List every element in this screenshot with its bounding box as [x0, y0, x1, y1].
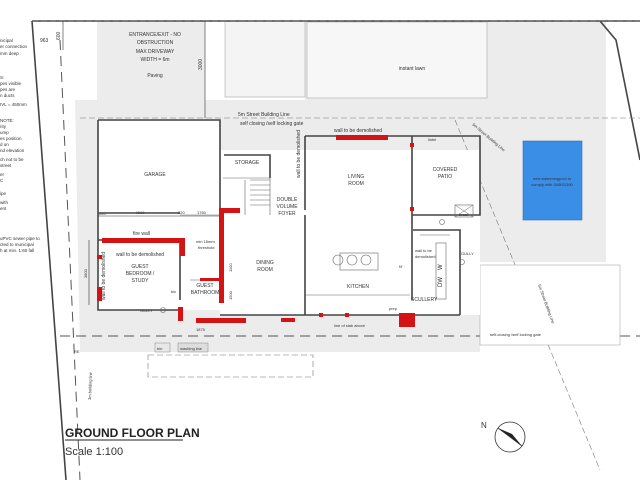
svg-text:N: N	[481, 421, 487, 430]
dim-963: 963	[40, 38, 49, 44]
bedroom-label-1: GUEST	[131, 264, 148, 270]
note-line: C	[0, 178, 4, 183]
scullery-wall-2: demolished	[415, 254, 435, 259]
threshold-2: threshold	[198, 245, 214, 250]
foyer-label-2: VOLUME	[276, 204, 298, 210]
dim-4010: 4010	[136, 210, 146, 215]
re-label: RE	[74, 349, 80, 354]
note-line: with	[0, 200, 8, 205]
note-line: pes visible	[0, 81, 22, 86]
foyer-label-3: FOYER	[278, 211, 296, 217]
dim-600: 600	[56, 31, 62, 40]
plan-scale: Scale 1:100	[65, 446, 123, 458]
instant-lawn-area	[224, 20, 488, 99]
swimming-pool	[522, 140, 583, 221]
dim-1875: 1875	[196, 327, 206, 332]
bic-label: bic	[171, 289, 176, 294]
bedroom-label-2: BEDROOM /	[126, 271, 155, 277]
pool-label-2: comply with SABS1390	[531, 182, 573, 187]
foyer-label-1: DOUBLE	[277, 197, 298, 203]
driveway-line4: WIDTH = 6m	[140, 57, 169, 63]
driveway-line2: OBSTRUCTION	[137, 40, 174, 46]
gate-label-top: self closing /self locking gate	[240, 121, 304, 127]
bedroom-label-3: STUDY	[132, 278, 150, 284]
kitchen-label: KITCHEN	[347, 284, 369, 290]
dw-label: DW	[438, 277, 444, 287]
house-walls	[97, 119, 481, 316]
garage-label: GARAGE	[144, 172, 166, 178]
lintel-label: lintel	[428, 137, 436, 142]
note-line: NOTE:	[0, 118, 14, 123]
building-line-top: 5m Street Building Line	[238, 112, 290, 118]
bathroom-label-1: GUEST	[196, 283, 213, 289]
living-label-1: LIVING	[348, 174, 365, 180]
gully-label-left: GULLY	[140, 308, 153, 313]
wall-demolished-left: wall to be demolished	[101, 252, 107, 300]
dim-3800: 3800	[83, 268, 88, 278]
note-line: cted to municipal	[0, 242, 34, 247]
note-line: rity	[0, 124, 7, 129]
patio-label-1: COVERED	[433, 167, 458, 173]
walls-to-be-demolished	[97, 135, 415, 327]
dim-1760: 1760	[197, 210, 207, 215]
note-line: S:	[0, 75, 4, 80]
note-line: nd elevation	[0, 148, 25, 153]
boundary-offset	[59, 39, 81, 480]
note-line: h at min. 1:60 fall	[0, 248, 34, 253]
wall-demolished-living: wall to be demolished	[334, 128, 382, 134]
note-line: uPVC sewer pipe to	[0, 236, 40, 241]
note-line: street	[0, 163, 12, 168]
living-label-2: ROOM	[348, 181, 364, 187]
note-line: er connection	[0, 44, 28, 49]
washing-line-label: washing line	[180, 346, 203, 351]
building-line-left: 3m building line	[87, 371, 93, 400]
note-line: d on	[0, 142, 9, 147]
dining-label-1: DINING	[256, 260, 274, 266]
threshold-1: min 15mm	[196, 239, 215, 244]
braai-label: braai	[459, 212, 468, 217]
plan-title: GROUND FLOOR PLAN	[65, 426, 200, 440]
north-arrow-icon: N	[481, 421, 526, 453]
prep-label: prep	[389, 306, 398, 311]
dim-3000: 3000	[198, 59, 204, 70]
dim-220b: 220	[178, 210, 185, 215]
wall-demolished-bedroom: wall to be demolished	[116, 252, 164, 258]
note-line: er	[0, 172, 5, 177]
dining-label-2: ROOM	[257, 267, 273, 273]
bathroom-label-2: BATHROOM	[191, 290, 220, 296]
note-line: nicipal	[0, 38, 13, 43]
driveway-line3: MAX DRIVEWAY	[136, 49, 175, 55]
driveway-line1: ENTRANCE/EXIT - NO	[129, 32, 181, 38]
storage-label: STORAGE	[235, 160, 260, 166]
scullery-wall-1: wall to be	[415, 248, 433, 253]
patio-label-2: PATIO	[438, 174, 452, 180]
wall-demolished-foyer: wall to be demolished	[296, 130, 302, 178]
note-line: ipe	[0, 191, 7, 196]
scullery-label: SCULLERY	[411, 297, 438, 303]
note-line: ump	[0, 130, 9, 135]
note-line: IVL = 450mm	[0, 102, 27, 107]
note-line: es position	[0, 136, 22, 141]
gully-label-right: GULLY	[461, 251, 474, 256]
slab-label: line of slab above	[334, 323, 366, 328]
gate-label-1: self-closing /self locking gate	[490, 332, 542, 337]
w-label: W	[438, 264, 444, 270]
note-line: mm deep	[0, 51, 19, 56]
pool-label-1: new swimmingpool to	[533, 176, 572, 181]
dim-1100: 1100	[228, 263, 233, 272]
fridge-label: f/f	[399, 264, 403, 269]
note-line: pes are	[0, 87, 16, 92]
bin-label: bin	[157, 346, 162, 351]
note-line: ent	[0, 206, 7, 211]
dim-220a: 220	[99, 211, 106, 216]
paving-label: Paving	[147, 73, 163, 79]
fire-wall-label: fire wall	[133, 231, 150, 237]
note-line: n ducts	[0, 93, 15, 98]
note-line: ch not to be	[0, 157, 24, 162]
dim-1500: 1500	[228, 290, 233, 300]
instant-lawn-label: instant lawn	[399, 66, 426, 72]
